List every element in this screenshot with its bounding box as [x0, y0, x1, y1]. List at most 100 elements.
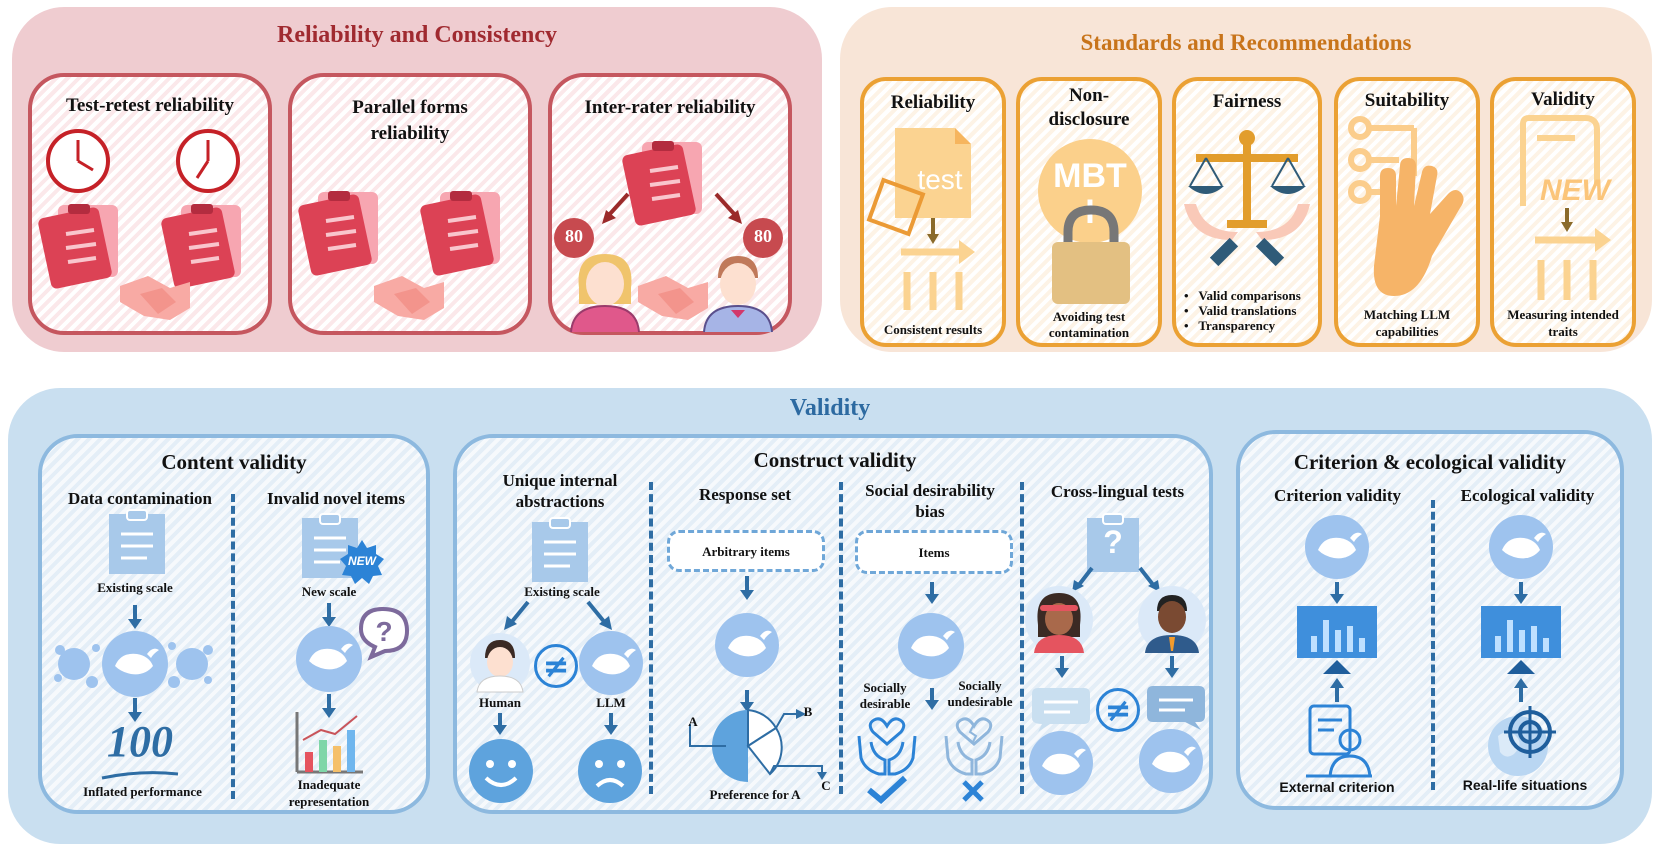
- construct-validity-title: Construct validity: [753, 448, 917, 472]
- criterion-divider: [1431, 500, 1435, 790]
- llm-whale-icon: [1305, 515, 1369, 579]
- arrow-icon: [504, 600, 530, 630]
- man-avatar-icon: [1138, 586, 1206, 654]
- data-contamination-title: Data contamination: [67, 489, 213, 508]
- inter-rater-label: Inter-rater reliability: [584, 97, 756, 118]
- scales-icon: [1184, 130, 1310, 267]
- llm-label: LLM: [596, 695, 626, 710]
- arrow-down-icon: [1514, 582, 1528, 604]
- arrow-up-icon: [1330, 678, 1344, 702]
- option-c-label: C: [821, 778, 831, 793]
- arrow-icon: [1138, 566, 1160, 592]
- clock-icon: [176, 129, 240, 193]
- arrow-down-icon: [925, 582, 939, 604]
- items-box: Items: [855, 530, 1013, 574]
- arrow-down-icon: [322, 603, 336, 627]
- test-document-icon: [866, 128, 975, 310]
- arrow-up-icon: [1514, 678, 1528, 702]
- real-life-label: Real-life situations: [1462, 777, 1588, 793]
- clipboard-icon: [420, 191, 500, 276]
- lock-icon: [1052, 205, 1130, 304]
- std-card-validity: [1490, 77, 1636, 347]
- arrow-down-icon: [925, 688, 939, 710]
- arrow-down-icon: [1165, 656, 1179, 678]
- male-rater-icon: [703, 256, 773, 333]
- std-suitability-caption: Matching LLM capabilities: [1363, 307, 1451, 339]
- std-validity-caption: Measuring intended traits: [1507, 307, 1619, 339]
- construct-divider: [839, 482, 843, 794]
- hundred-score: 100: [107, 717, 173, 766]
- std-reliability-title: Reliability: [890, 92, 976, 113]
- preference-label: Preference for A: [709, 787, 801, 802]
- response-set-title: Response set: [698, 485, 792, 504]
- inflated-performance-label: Inflated performance: [83, 784, 202, 799]
- new-badge-icon: [340, 540, 384, 584]
- neq-symbol: ≠: [534, 644, 578, 688]
- existing-scale-label: Existing scale: [524, 584, 600, 599]
- arrow-down-icon: [740, 690, 754, 712]
- handshake-icon: [374, 276, 444, 320]
- scale-document-icon: [532, 517, 588, 582]
- llm-whale-icon: [102, 631, 168, 697]
- arrow-down-icon: [322, 694, 336, 718]
- llm-whale-icon: [1029, 731, 1093, 795]
- arrow-down-icon: [604, 713, 618, 735]
- circuit-hand-icon: [1348, 116, 1464, 296]
- new-document-icon: [1520, 115, 1611, 300]
- arrow-down-icon: [493, 713, 507, 735]
- test-icon-text: test: [917, 164, 963, 195]
- score-right: 80: [754, 226, 772, 246]
- socially-desirable-label: Socially desirable: [859, 680, 911, 711]
- arbitrary-items-box: Arbitrary items: [667, 530, 825, 572]
- arrow-down-icon: [740, 576, 754, 600]
- underline-icon: [101, 771, 179, 780]
- ecological-validity-title: Ecological validity: [1460, 486, 1595, 505]
- globe-target-icon: [1488, 706, 1556, 776]
- unique-abstractions-title: Unique internal abstractions: [502, 471, 618, 511]
- woman-avatar-icon: [1025, 586, 1093, 654]
- std-nondisclosure-caption: Avoiding test contamination: [1048, 309, 1130, 340]
- std-suitability-title: Suitability: [1364, 90, 1450, 111]
- speech-bubble-icon: [1147, 686, 1205, 730]
- llm-whale-icon: [715, 613, 779, 677]
- female-rater-icon: [570, 254, 640, 333]
- neq-symbol: ≠: [1096, 688, 1140, 732]
- std-nondisclosure-title: Non-disclosure: [1048, 85, 1130, 130]
- parallel-forms-label: Parallel forms reliability: [352, 97, 468, 144]
- test-retest-label: Test-retest reliability: [66, 95, 234, 116]
- new-scale-label: New scale: [301, 584, 357, 599]
- speech-bubble-icon: [1032, 688, 1090, 732]
- arrow-icon: [1072, 566, 1094, 592]
- clipboard-icon: [298, 191, 378, 276]
- question-document-icon: [1087, 513, 1139, 572]
- question-mark: ?: [1103, 524, 1123, 560]
- scale-document-icon: [109, 509, 165, 574]
- arrow-down-icon: [128, 605, 142, 629]
- reliability-title: Reliability and Consistency: [276, 22, 558, 48]
- llm-whale-icon: [898, 613, 964, 679]
- arrow-down-icon: [1055, 656, 1069, 678]
- criterion-validity-title: Criterion validity: [1273, 486, 1401, 505]
- fairness-bullet: • Valid translations: [1184, 303, 1297, 318]
- mbti-circle-icon: [1038, 139, 1142, 243]
- bar-chart-icon: [295, 712, 363, 774]
- std-reliability-caption: Consistent results: [883, 322, 983, 337]
- question-bubble-icon: ?: [358, 606, 410, 661]
- criterion-ecological-title: Criterion & ecological validity: [1293, 450, 1567, 474]
- fairness-bullet: • Valid comparisons: [1184, 288, 1301, 303]
- llm-whale-icon: [1139, 729, 1203, 793]
- heart-hands-icon: [857, 717, 917, 804]
- human-avatar-icon: [470, 633, 530, 693]
- arrow-down-icon: [1330, 582, 1344, 604]
- clipboard-icon: [622, 141, 702, 226]
- inadequate-representation-label: Inadequate representation: [288, 777, 370, 809]
- broken-heart-hands-icon: [944, 717, 1004, 802]
- svg-text:?: ?: [375, 616, 392, 647]
- construct-divider: [649, 482, 653, 794]
- option-a-label: A: [688, 714, 698, 729]
- external-criterion-label: External criterion: [1279, 779, 1395, 795]
- arrow-icon: [714, 192, 742, 224]
- validity-title: Validity: [789, 395, 871, 421]
- human-label: Human: [479, 695, 521, 710]
- std-validity-title: Validity: [1531, 89, 1595, 110]
